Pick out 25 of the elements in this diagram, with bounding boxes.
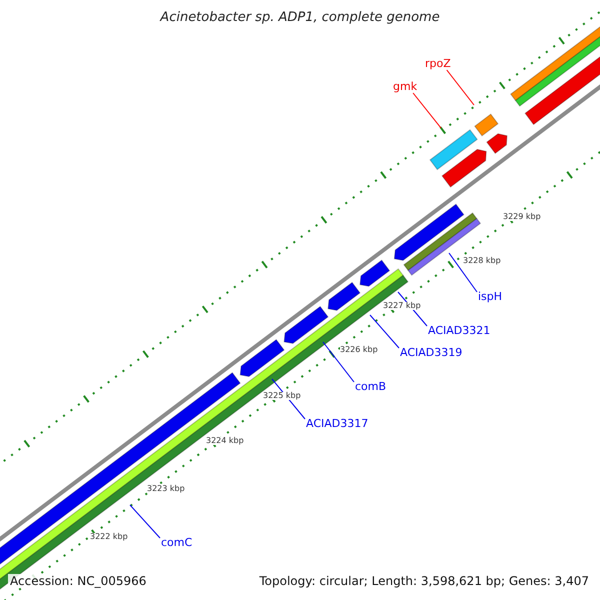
- leader-line: [412, 92, 442, 128]
- leader-line: [448, 252, 478, 292]
- scale-label: 3222 kbp: [90, 533, 128, 541]
- gene-label: rpoZ: [425, 58, 451, 69]
- scale-label: 3227 kbp: [383, 302, 421, 310]
- gene-label: comB: [355, 381, 386, 392]
- leader-line: [370, 314, 400, 348]
- scale-label: 3223 kbp: [147, 485, 185, 493]
- leader-line: [446, 70, 474, 106]
- scale-label: 3224 kbp: [206, 437, 244, 445]
- gene-label: ACIAD3317: [306, 418, 368, 429]
- scale-label: 3226 kbp: [340, 346, 378, 354]
- diagram-title: Acinetobacter sp. ADP1, complete genome: [158, 11, 441, 24]
- gene-label: comC: [161, 537, 192, 548]
- leader-line: [130, 504, 160, 538]
- accession-text: Accession: NC_005966: [8, 574, 148, 588]
- gene-label: ACIAD3319: [400, 347, 462, 358]
- gene-label: ACIAD3321: [428, 325, 490, 336]
- scale-label: 3229 kbp: [503, 213, 541, 221]
- scale-label: 3225 kbp: [263, 392, 301, 400]
- gene-label: gmk: [393, 81, 418, 92]
- leader-line: [322, 342, 354, 382]
- gene-label: ispH: [478, 291, 502, 302]
- scale-label: 3228 kbp: [463, 257, 501, 265]
- genome-info-text: Topology: circular; Length: 3,598,621 bp; Genes: 3,407: [257, 574, 591, 588]
